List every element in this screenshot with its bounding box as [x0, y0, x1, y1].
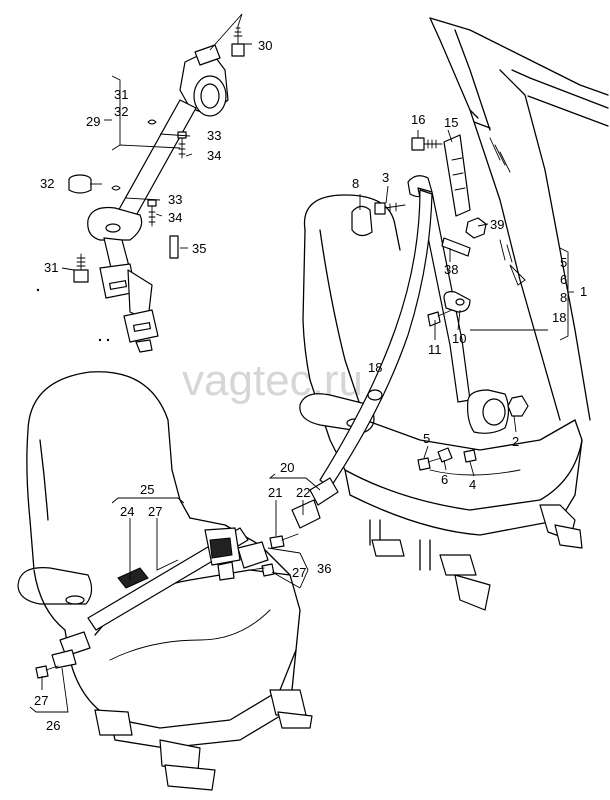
front-seat-right: [299, 194, 583, 611]
callout-5-group: 5: [560, 255, 567, 270]
rear-seat-belt-retractor: [68, 25, 245, 353]
callout-20: 20: [280, 460, 294, 475]
callout-4: 4: [469, 477, 476, 492]
callout-27-upper: 27: [148, 504, 162, 519]
callout-31-bolt: 31: [44, 260, 58, 275]
callout-31: 31: [114, 87, 128, 102]
callout-27-right: 27: [292, 565, 306, 580]
callout-39: 39: [490, 217, 504, 232]
callout-1: 1: [580, 284, 587, 299]
callout-11: 11: [428, 342, 442, 357]
callout-8-headrest: 8: [352, 176, 359, 191]
callout-21: 21: [268, 485, 282, 500]
callout-15: 15: [444, 115, 458, 130]
callout-18: 18: [368, 360, 382, 375]
callout-18-group: 18: [552, 310, 566, 325]
reference-marks: [36, 288, 110, 342]
callout-27-lower: 27: [34, 693, 48, 708]
callout-22: 22: [296, 485, 310, 500]
callout-33: 33: [207, 128, 221, 143]
callout-34: 34: [207, 148, 221, 163]
callout-10: 10: [452, 331, 466, 346]
callout-38: 38: [444, 262, 458, 277]
callout-35: 35: [192, 241, 206, 256]
callout-26: 26: [46, 718, 60, 733]
callout-30: 30: [258, 38, 272, 53]
front-seat-belt-left: [35, 527, 275, 679]
callout-16: 16: [411, 112, 425, 127]
callout-32-clip: 32: [40, 176, 54, 191]
callout-labels: 30 31 32 29 33 34 32 33 34 35 31 16 15 8…: [34, 38, 587, 733]
callout-29: 29: [86, 114, 100, 129]
callout-5: 5: [423, 431, 430, 446]
callout-32: 32: [114, 104, 128, 119]
front-seat-belt-right: [269, 134, 529, 549]
callout-6: 6: [441, 472, 448, 487]
callout-24: 24: [120, 504, 134, 519]
callout-leaders: [29, 13, 574, 713]
callout-2: 2: [512, 434, 519, 449]
callout-33-lower: 33: [168, 192, 182, 207]
callout-34-lower: 34: [168, 210, 182, 225]
callout-25: 25: [140, 482, 154, 497]
vehicle-body-pillar: [429, 17, 609, 421]
callout-3: 3: [382, 170, 389, 185]
callout-6-group: 6: [560, 272, 567, 287]
callout-36: 36: [317, 561, 331, 576]
callout-8-group: 8: [560, 290, 567, 305]
